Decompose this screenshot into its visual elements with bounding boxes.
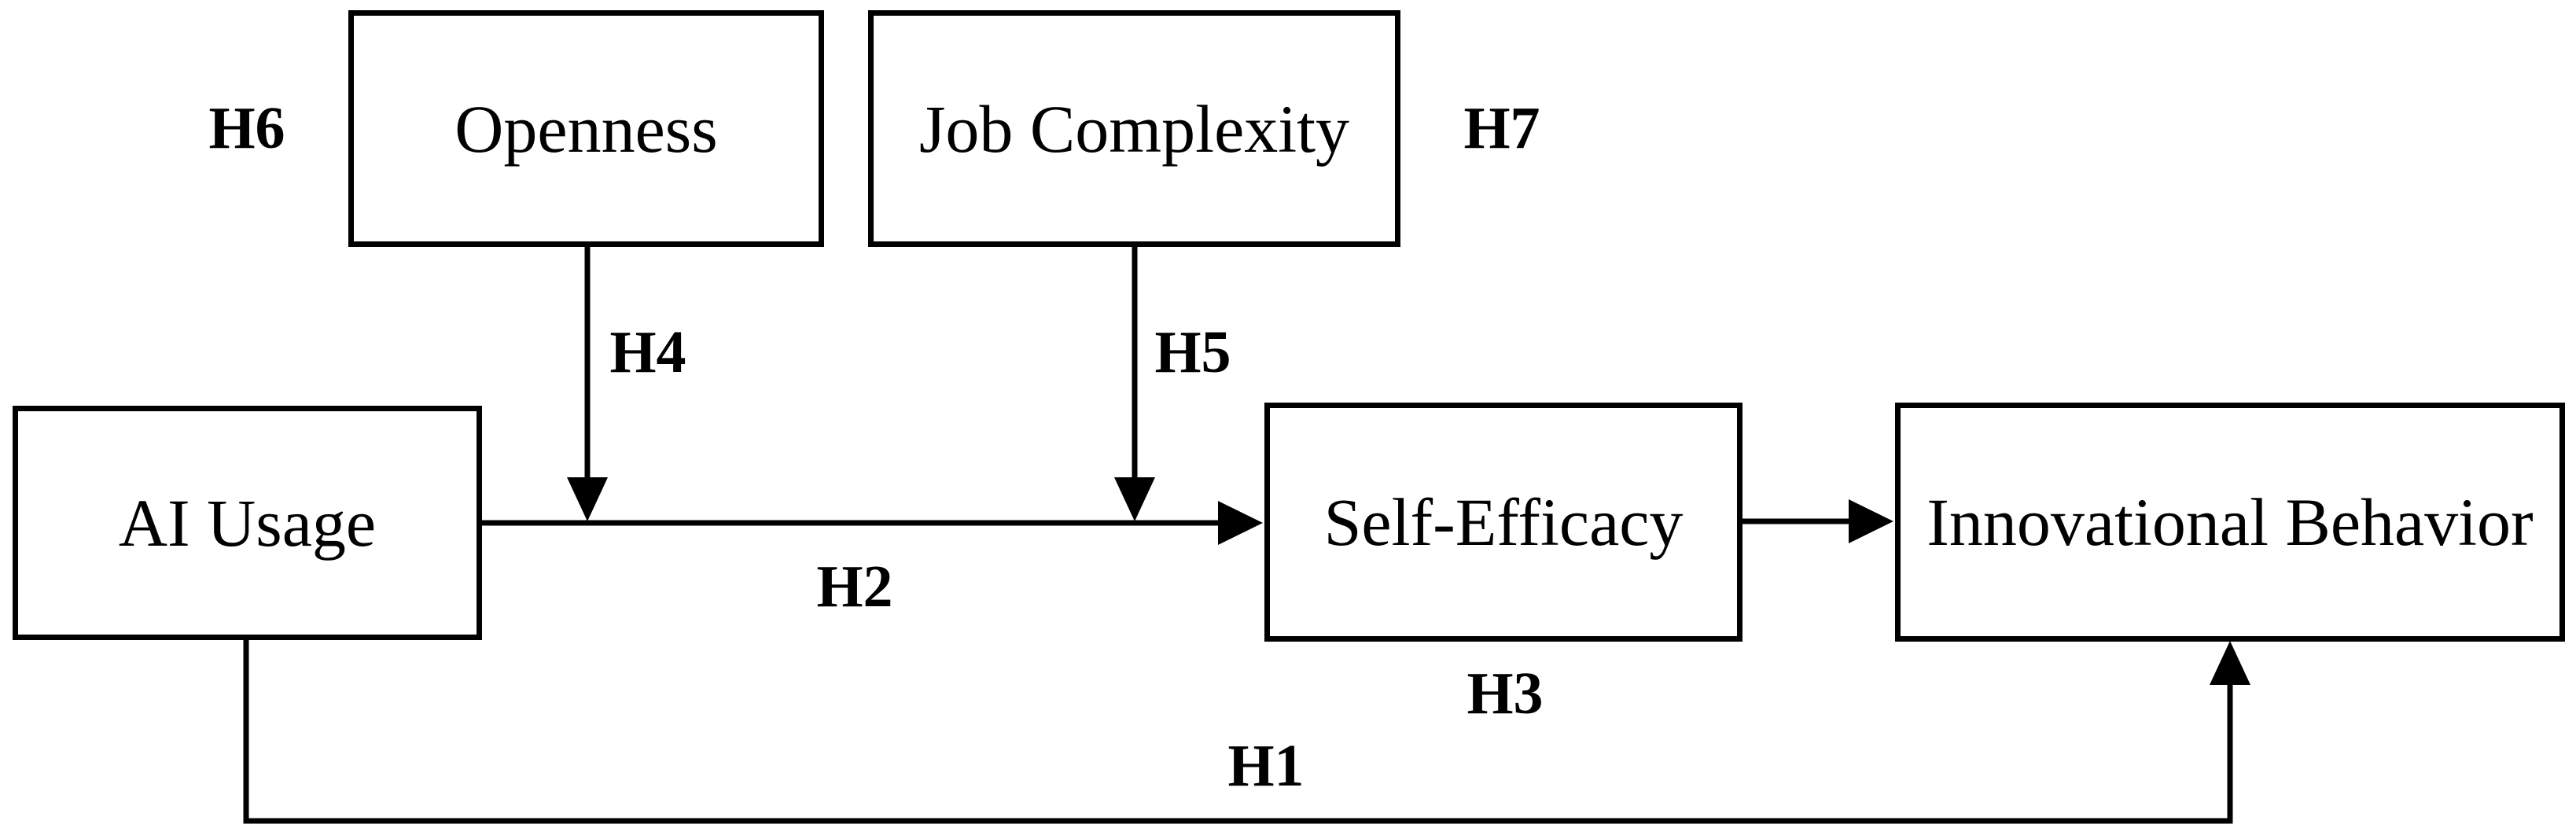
hypothesis-label-h4: H4 [609,319,686,385]
node-ai-usage: AI Usage [13,406,482,640]
arrow-h2-head [1218,501,1263,545]
node-innovational-behavior: Innovational Behavior [1895,403,2565,642]
arrow-h4-head [567,477,608,521]
arrow-h1-line [243,635,2233,824]
hypothesis-label-h3: H3 [1466,661,1544,727]
hypothesis-label-h7: H7 [1463,95,1540,161]
hypothesis-label-h5: H5 [1154,319,1231,385]
arrow-h3-head [1849,499,1893,543]
hypothesis-label-h1: H1 [1227,733,1305,799]
node-self-efficacy: Self-Efficacy [1264,403,1742,642]
node-job-complexity-label: Job Complexity [918,90,1350,167]
node-self-efficacy-label: Self-Efficacy [1323,484,1684,560]
node-openness: Openness [348,10,824,247]
arrow-h5-head [1114,477,1155,521]
hypothesis-label-h6: H6 [208,95,285,161]
hypothesis-label-h2: H2 [816,554,893,620]
node-ai-usage-label: AI Usage [118,485,377,561]
node-job-complexity: Job Complexity [868,10,1400,247]
arrow-h1-head [2210,641,2250,685]
node-innovational-behavior-label: Innovational Behavior [1926,484,2534,560]
node-openness-label: Openness [454,90,718,167]
